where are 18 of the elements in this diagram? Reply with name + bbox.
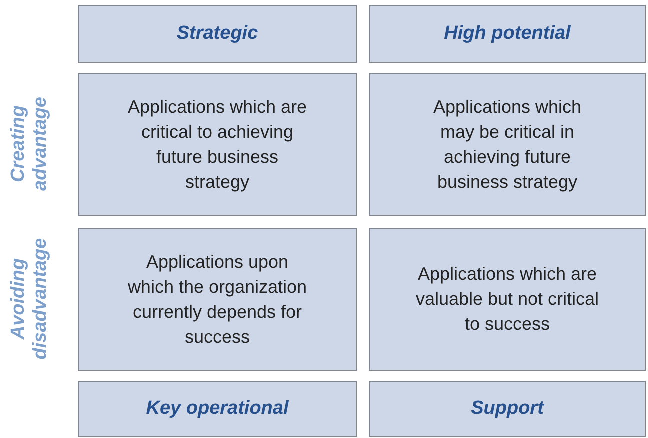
category-title: Strategic bbox=[176, 22, 258, 46]
description-text: Applications which may be critical in achieving future business strategy bbox=[432, 96, 583, 194]
description-text: Applications upon which the organization currently depends for success bbox=[126, 250, 308, 348]
description-box bbox=[369, 228, 646, 371]
header-box bbox=[78, 381, 357, 437]
row-label: Avoiding disadvantage bbox=[8, 237, 52, 362]
description-box bbox=[369, 73, 646, 216]
category-title: Support bbox=[471, 396, 544, 421]
row-label: Creating advantage bbox=[8, 96, 52, 193]
header-box bbox=[369, 381, 646, 437]
description-box bbox=[78, 228, 357, 371]
description-box bbox=[78, 73, 357, 216]
category-title: High potential bbox=[444, 22, 571, 46]
description-text: Applications which are valuable but not critical to success bbox=[415, 263, 600, 336]
description-text: Applications which are critical to achieving future business strategy bbox=[126, 96, 308, 194]
header-box bbox=[369, 5, 646, 63]
header-box bbox=[78, 5, 357, 63]
category-title: Key operational bbox=[146, 396, 289, 421]
